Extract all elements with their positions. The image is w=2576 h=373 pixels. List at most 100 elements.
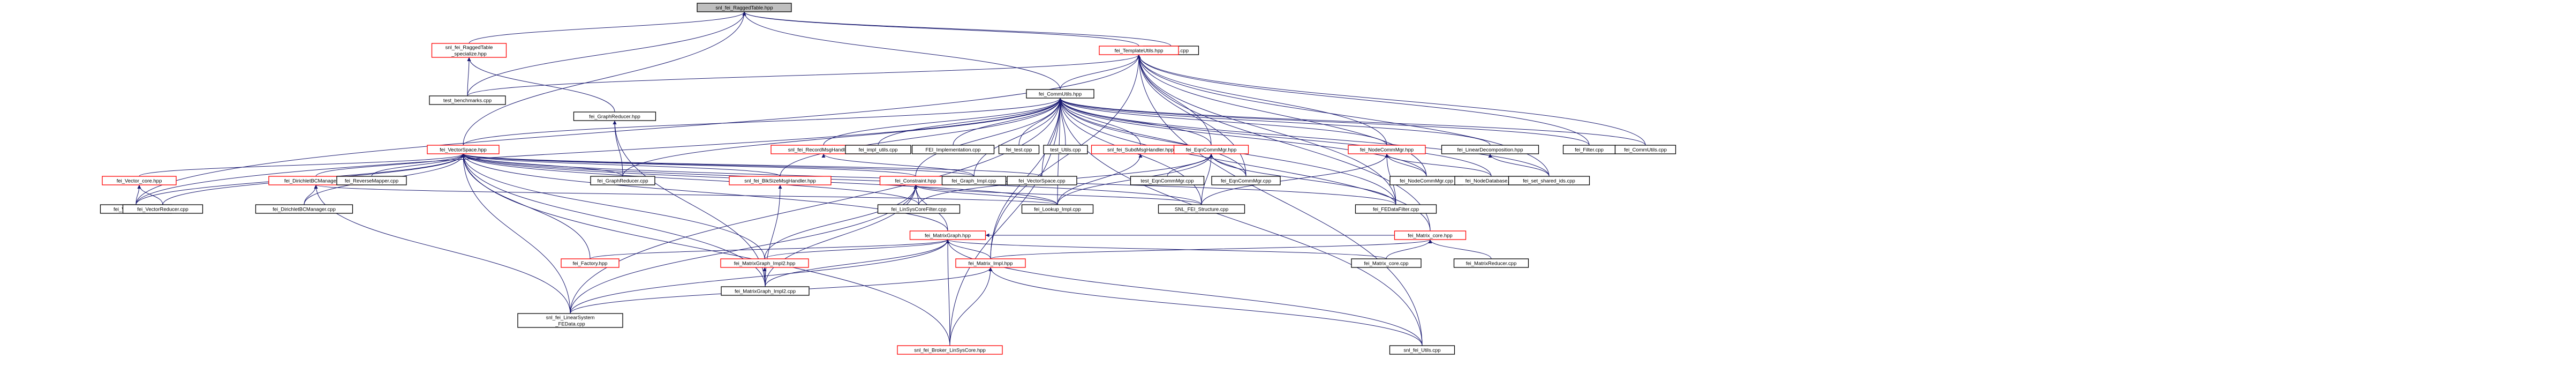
graph-node-n45[interactable]: fei_MatrixReducer.cpp [1453,258,1529,268]
graph-node-n24[interactable]: fei_Constraint.hpp [879,176,952,185]
graph-node-n35[interactable]: fei_LinSysCoreFilter.cpp [877,204,961,214]
graph-node-label: fei_NodeCommMgr.hpp [1360,147,1414,153]
graph-edge [973,98,1062,177]
graph-edge [913,184,1058,205]
graph-node-box [845,145,911,154]
graph-edge [139,153,465,177]
graph-edge [371,153,465,177]
graph-node-label: snl_fei_Utils.cpp [1403,348,1440,354]
graph-node-n49[interactable]: snl_fei_Utils.cpp [1389,345,1455,355]
graph-edge [742,11,1139,47]
graph-node-n9[interactable]: fei_impl_utils.cpp [845,145,911,154]
graph-edge [467,54,1141,96]
graph-node-box [1441,145,1539,154]
graph-node-n37[interactable]: SNL_FEI_Structure.cpp [1158,204,1245,214]
graph-edge [461,153,765,259]
graph-node-n11[interactable]: fei_test.cpp [998,145,1040,154]
graph-edge [1385,153,1492,177]
graph-edge [742,11,1172,47]
graph-node-box [877,204,961,214]
graph-edge [1201,153,1213,205]
graph-node-box [1043,145,1088,154]
graph-node-box [1021,204,1094,214]
graph-node-box [122,204,203,214]
graph-node-box [429,95,506,105]
graph-node-n31[interactable]: fei_set_shared_ids.cpp [1508,176,1590,185]
graph-node-n36[interactable]: fei_Lookup_Impl.cpp [1021,204,1094,214]
graph-node-box [561,258,620,268]
graph-node-n17[interactable]: fei_Filter.cpp [1562,145,1616,154]
graph-edge [467,11,746,96]
graph-edge [1058,98,1550,177]
graph-node-n6[interactable]: fei_CommUtils.hpp [1026,89,1094,99]
graph-node-n14[interactable]: fei_EqnCommMgr.hpp [1173,145,1249,154]
graph-node-label: fei_GraphReducer.cpp [597,178,648,184]
graph-node-label: fei_MatrixGraph_Impl2.hpp [734,261,796,267]
graph-node-n1[interactable]: snl_fei_RaggedTable_specialize.hpp [431,43,507,58]
graph-node-n4[interactable]: test_benchmarks.cpp [429,95,506,105]
graph-edge [461,153,950,346]
graph-node-n23[interactable]: snl_fei_BlkSizeMsgHandler.hpp [729,176,832,185]
graph-node-n22[interactable]: fei_GraphReducer.cpp [590,176,655,185]
graph-edge [613,120,766,287]
graph-node-label: snl_fei_SubdMsgHandler.hpp [1107,147,1174,153]
graph-node-label: snl_fei_RaggedTable.hpp [715,5,773,11]
graph-node-label: fei_VectorSpace.cpp [1018,178,1065,184]
graph-edge [1060,54,1141,90]
graph-node-n26[interactable]: fei_VectorSpace.cpp [1007,176,1077,185]
graph-node-box [1348,145,1426,154]
graph-edge [461,153,781,177]
graph-node-n10[interactable]: FEI_Implementation.cpp [911,145,995,154]
graph-node-label: fei_LinearDecomposition.hpp [1457,147,1523,153]
graph-edge [946,239,991,259]
graph-edge [1058,98,1491,146]
graph-node-n39[interactable]: fei_MatrixGraph.hpp [909,230,986,240]
graph-edge [461,153,919,205]
graph-node-n47[interactable]: snl_fei_LinearSystem_FEData.cpp [517,313,623,328]
graph-edge [137,184,163,205]
graph-edge [1058,98,1387,146]
graph-node-label: fei_MatrixGraph.hpp [925,233,971,239]
graph-node-n19[interactable]: fei_Vector_core.hpp [102,176,177,185]
graph-node-n46[interactable]: fei_MatrixGraph_Impl2.cpp [721,286,810,296]
graph-node-box [1453,258,1529,268]
graph-node-label: snl_fei_LinearSystem [546,315,595,321]
graph-node-n34[interactable]: fei_DirichletBCManager.cpp [255,204,353,214]
graph-node-n7[interactable]: fei_VectorSpace.hpp [427,145,500,154]
graph-node-n33[interactable]: fei_VectorReducer.cpp [122,204,203,214]
graph-node-n27[interactable]: test_EqnCommMgr.cpp [1130,176,1205,185]
graph-node-box [427,145,500,154]
graph-edge [946,239,1387,259]
graph-node-label: fei_FEDataFilter.cpp [1373,207,1419,213]
graph-node-n44[interactable]: fei_Matrix_core.cpp [1351,258,1422,268]
graph-node-n3[interactable]: fei_TemplateUtils.hpp [1099,46,1179,55]
graph-node-box [897,345,1003,355]
graph-node-n48[interactable]: snl_fei_Broker_LinSysCore.hpp [897,345,1003,355]
graph-node-n29[interactable]: fei_NodeCommMgr.cpp [1389,176,1463,185]
graph-node-label: fei_MatrixGraph_Impl2.cpp [735,289,796,295]
graph-edge [1137,54,1646,146]
graph-node-n28[interactable]: fei_EqnCommMgr.cpp [1211,176,1281,185]
graph-node-n43[interactable]: fei_Matrix_Impl.hpp [955,258,1026,268]
graph-node-label: fei_NodeCommMgr.cpp [1400,178,1453,184]
graph-node-n15[interactable]: fei_NodeCommMgr.hpp [1348,145,1426,154]
graph-edge [1137,54,1431,232]
graph-edge [821,153,975,177]
graph-node-n38[interactable]: fei_FEDataFilter.cpp [1355,204,1437,214]
graph-edge [1137,54,1387,146]
graph-node-n21[interactable]: fei_ReverseMapper.cpp [336,176,407,185]
graph-node-n18[interactable]: fei_CommUtils.cpp [1614,145,1676,154]
graph-edge [765,239,950,287]
graph-edge [461,153,623,177]
graph-node-n5[interactable]: fei_GraphReducer.hpp [573,111,656,121]
graph-edge [1137,54,1396,205]
graph-node-n0[interactable]: snl_fei_RaggedTable.hpp [697,3,792,12]
graph-edge [915,98,1062,177]
graph-node-label: fei_Factory.hpp [573,261,608,267]
graph-node-n42[interactable]: fei_MatrixGraph_Impl2.hpp [720,258,809,268]
graph-node-n40[interactable]: fei_Matrix_core.hpp [1394,230,1467,240]
graph-node-n41[interactable]: fei_Factory.hpp [561,258,620,268]
graph-node-n12[interactable]: test_Utils.cpp [1043,145,1088,154]
graph-node-n16[interactable]: fei_LinearDecomposition.hpp [1441,145,1539,154]
graph-node-n25[interactable]: fei_Graph_Impl.cpp [941,176,1007,185]
